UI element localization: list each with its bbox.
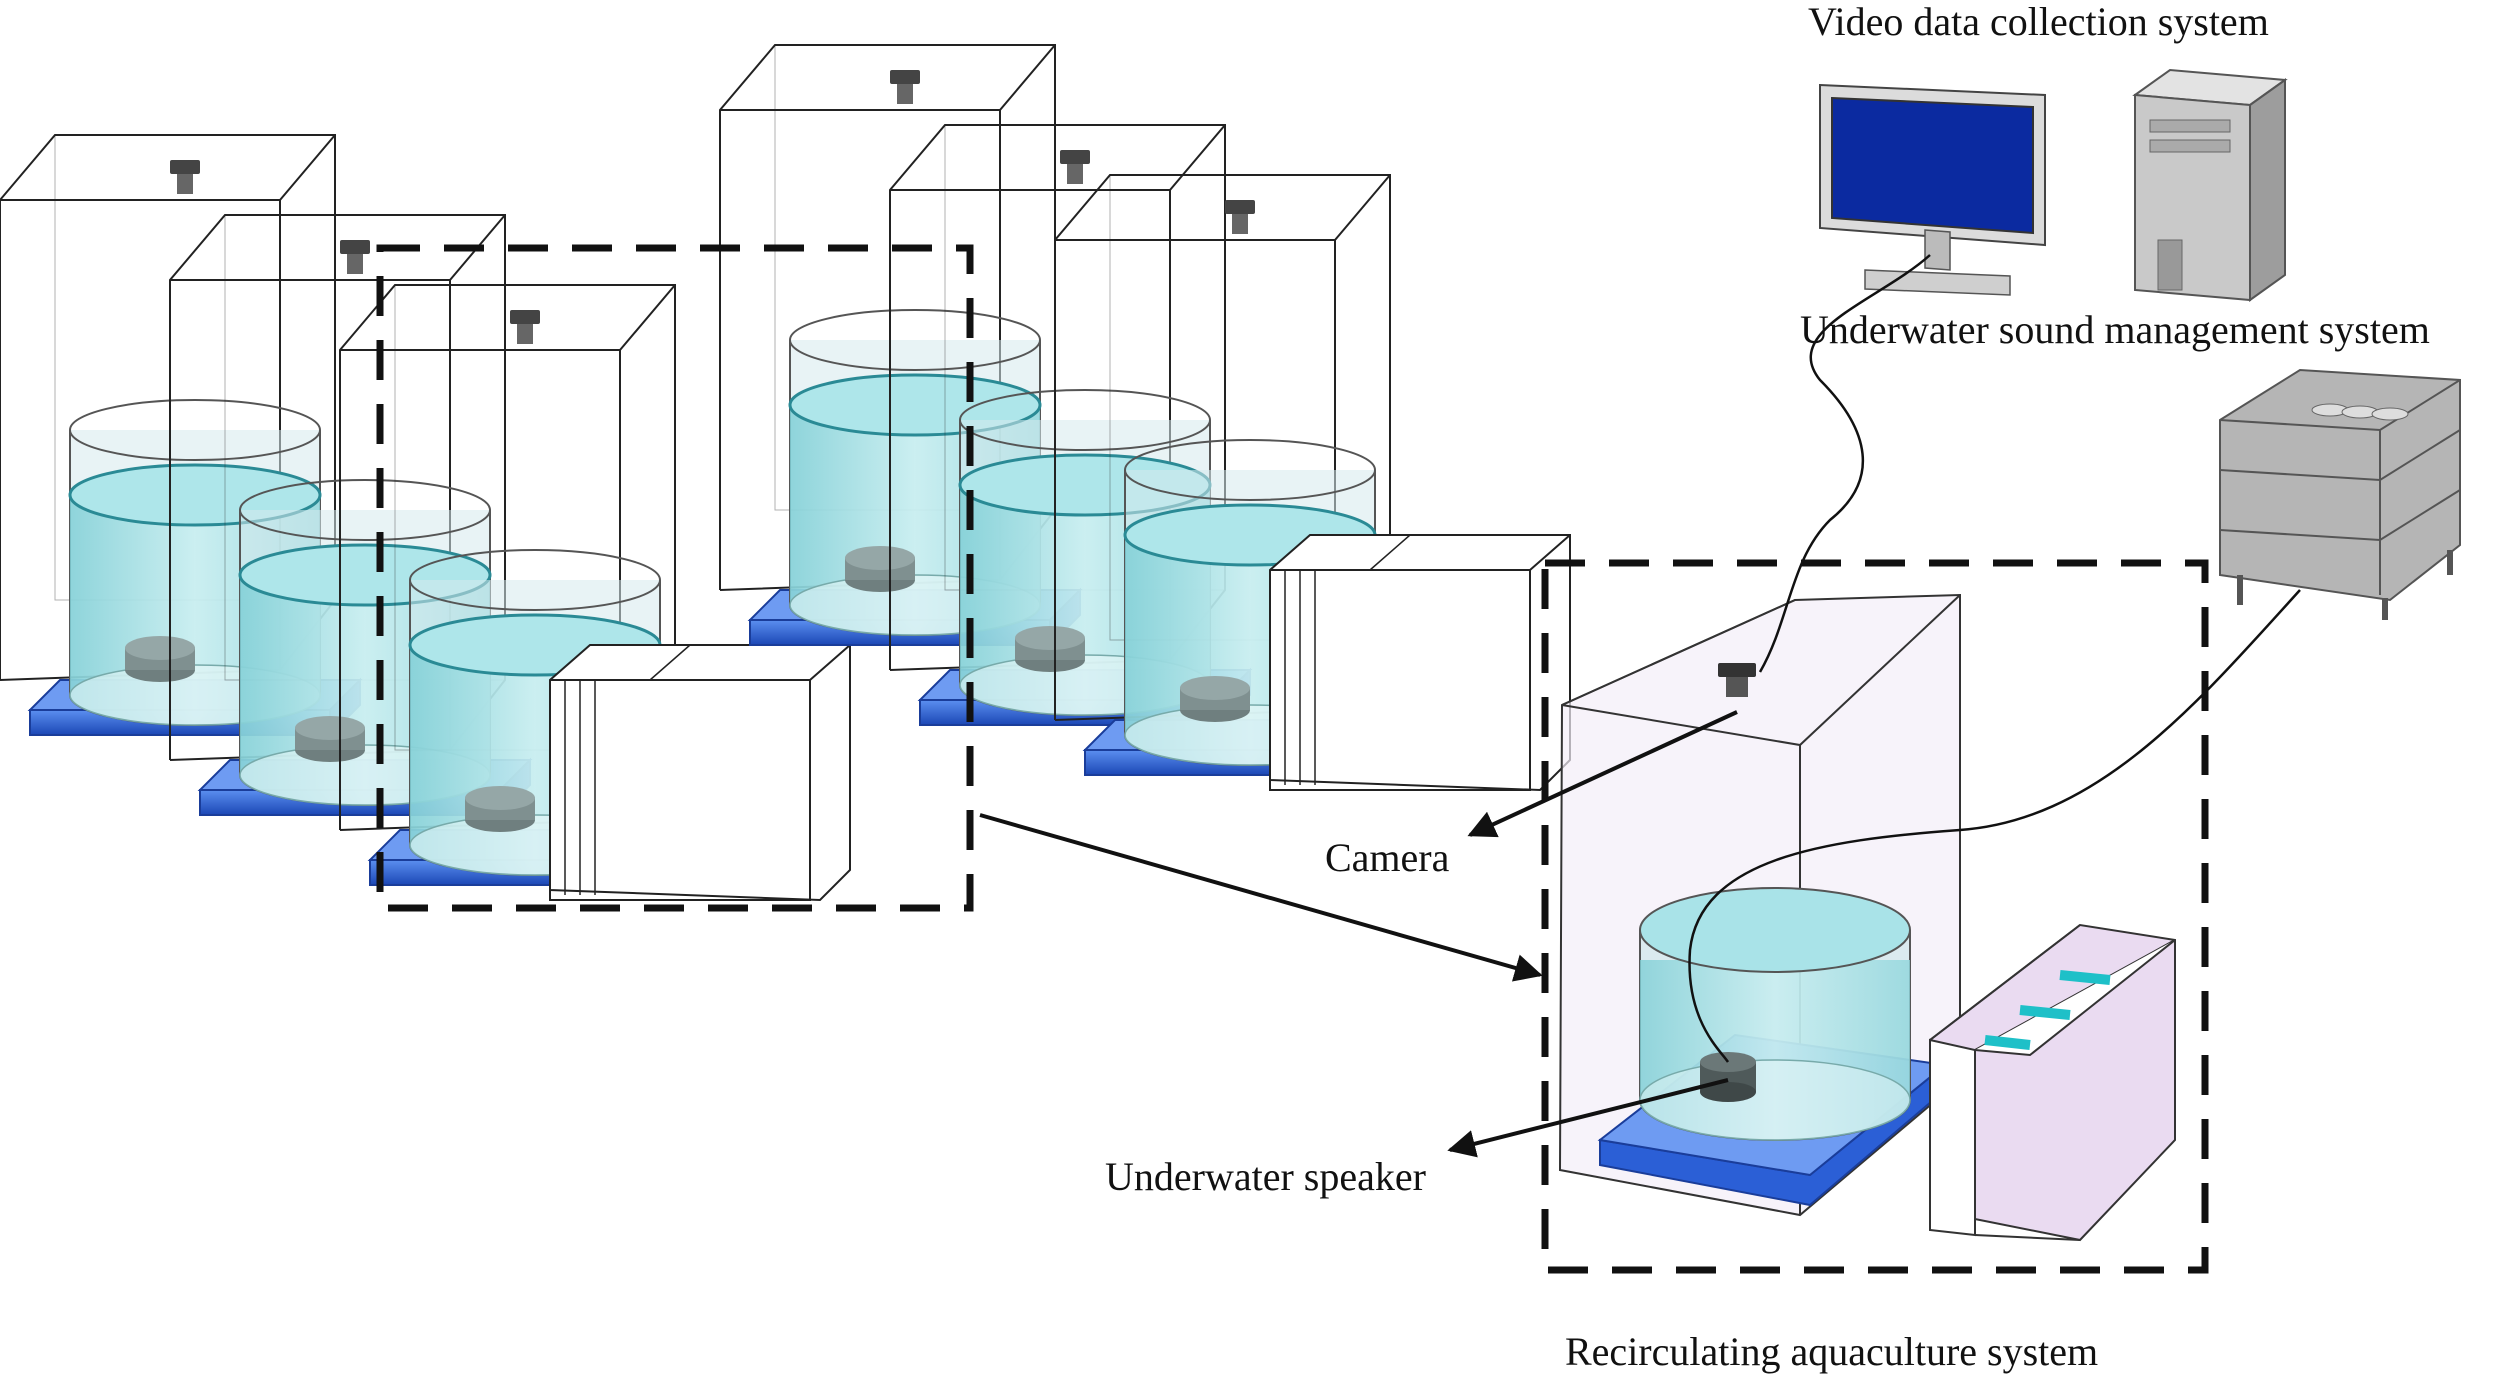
camera-label: Camera: [1325, 835, 1450, 880]
filter-box-detail: [1929, 923, 2176, 1242]
monitor-icon: [1819, 83, 2046, 296]
filter-box-right: [1269, 534, 1571, 791]
camera-device: [1718, 663, 1756, 697]
selection-box-left: [376, 244, 974, 912]
sound-system-label: Underwater sound management system: [1800, 307, 2430, 352]
speaker-pointer-arrow: [1447, 1078, 1729, 1158]
camera-pointer-arrow: [1467, 710, 1738, 838]
computer-tower-icon: [2132, 68, 2288, 302]
speaker-device: [1700, 1052, 1756, 1102]
video-system-label: Video data collection system: [1808, 0, 2269, 44]
ras-label: Recirculating aquaculture system: [1565, 1329, 2099, 1374]
sound-rack-icon: [2219, 368, 2461, 620]
video-cable: [1758, 254, 1931, 673]
selection-box-right: [1541, 559, 2209, 1274]
filter-box-left: [549, 644, 851, 901]
speaker-label: Underwater speaker: [1105, 1154, 1426, 1199]
ras-detail: [1558, 593, 2176, 1242]
zoom-arrow: [979, 813, 1543, 982]
sound-cable: [1688, 589, 2301, 1063]
